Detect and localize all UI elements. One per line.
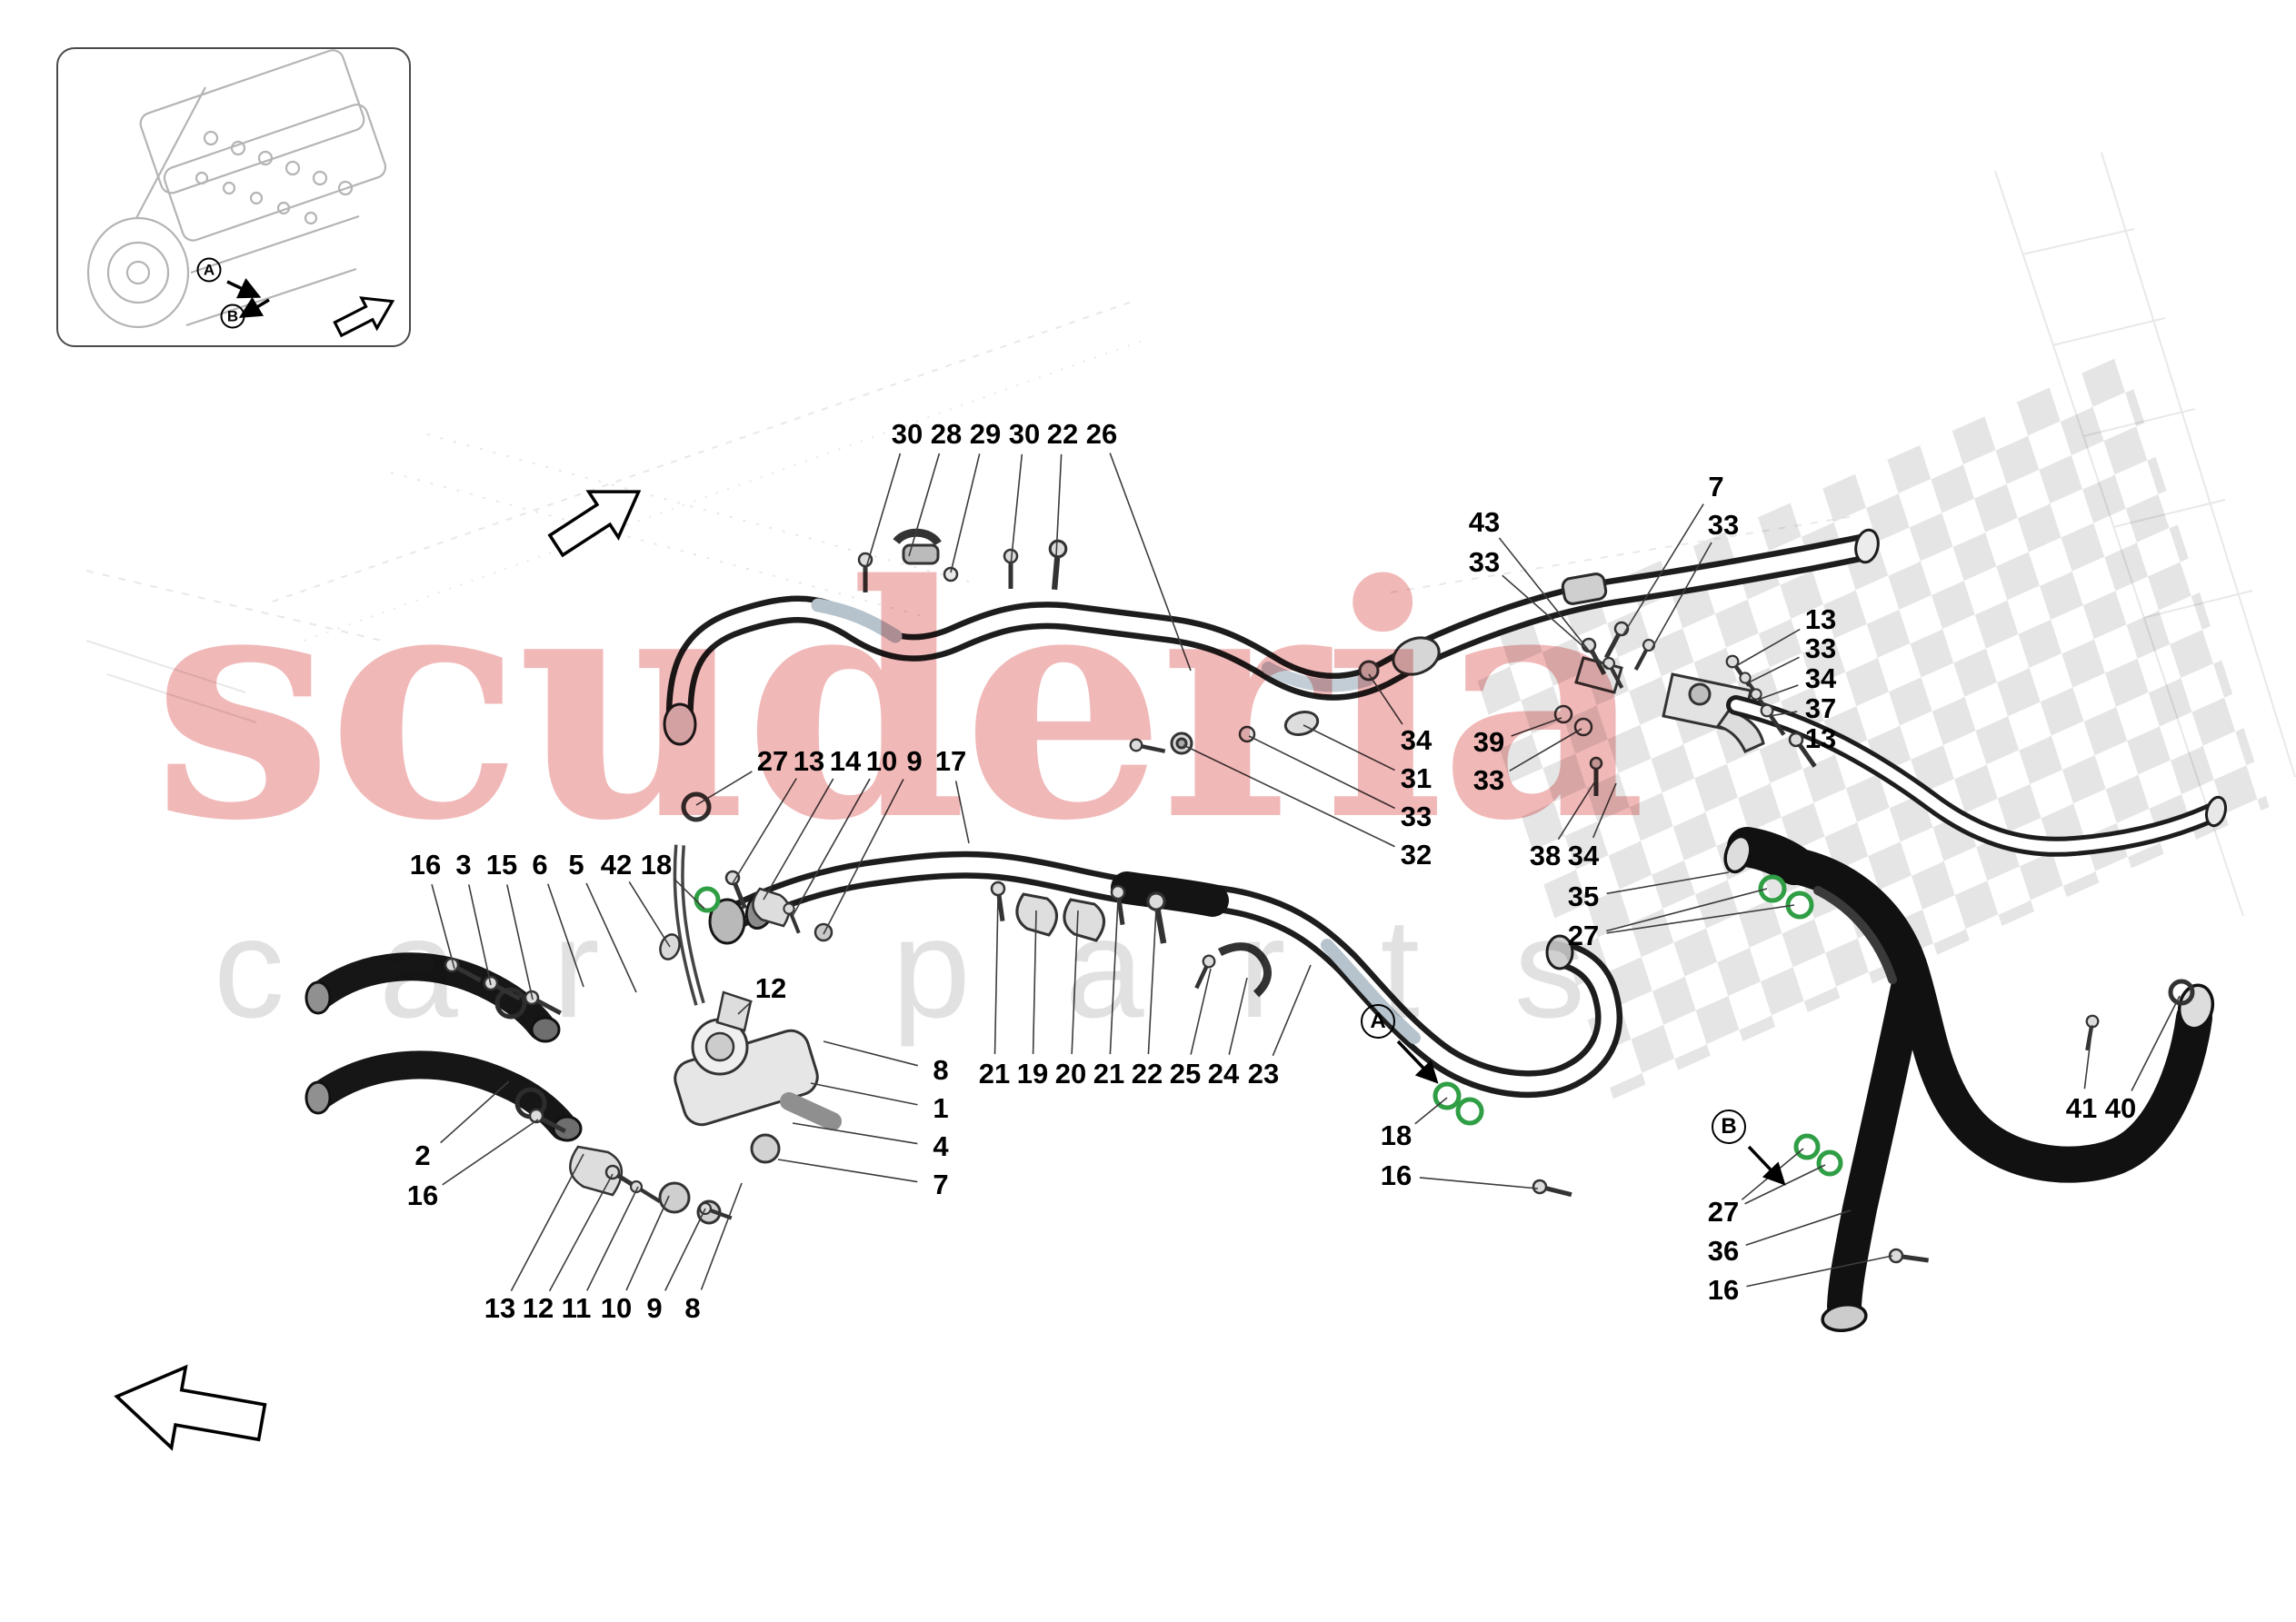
part-callout-34: 34 [1567,840,1600,871]
part-callout-4: 4 [933,1130,949,1162]
part-callout-7: 7 [933,1169,949,1200]
direction-arrow-bottom-left [114,1364,267,1451]
right-outlet-pipe [1726,695,2228,857]
right-black-water-pipe [1723,827,2215,1333]
part-callout-20: 20 [1054,1058,1087,1090]
part-callout-30: 30 [1008,418,1041,450]
part-callout-36: 36 [1707,1235,1740,1267]
part-callout-22: 22 [1131,1058,1163,1090]
part-callout-18: 18 [640,849,673,881]
part-callout-12: 12 [754,972,787,1004]
part-callout-38: 38 [1529,840,1562,871]
part-callout-43: 43 [1468,506,1501,538]
part-callout-34: 34 [1804,662,1837,694]
part-callout-26: 26 [1085,418,1118,450]
part-callout-21: 21 [978,1058,1011,1090]
part-callout-9: 9 [906,745,923,777]
part-callout-13: 13 [793,745,825,777]
part-callout-19: 19 [1016,1058,1049,1090]
o-ring-seals [681,791,2195,1177]
part-callout-42: 42 [600,849,633,881]
part-callout-13: 13 [484,1292,516,1324]
part-callout-29: 29 [969,418,1002,450]
part-callout-15: 15 [485,849,518,881]
view-marker-a: A [196,257,222,283]
part-callout-31: 31 [1400,762,1433,794]
part-callout-16: 16 [1380,1159,1413,1191]
part-callout-10: 10 [865,745,898,777]
part-callout-23: 23 [1247,1058,1280,1090]
part-callout-8: 8 [933,1054,949,1086]
part-callout-32: 32 [1400,839,1433,871]
part-callout-21: 21 [1093,1058,1125,1090]
part-callout-34: 34 [1400,724,1433,756]
part-callout-8: 8 [684,1292,701,1324]
part-callout-14: 14 [829,745,862,777]
part-callout-17: 17 [934,745,967,777]
engine-view-inset-box [56,47,411,347]
part-callout-6: 6 [532,849,548,881]
view-direction-arrows [114,296,642,1451]
part-callout-24: 24 [1207,1058,1240,1090]
part-callout-2: 2 [414,1139,431,1171]
part-callout-9: 9 [646,1292,663,1324]
direction-arrow-top [547,490,642,558]
part-callout-33: 33 [1468,546,1501,578]
part-callout-27: 27 [1567,920,1600,951]
part-callout-33: 33 [1400,801,1433,832]
part-callout-22: 22 [1046,418,1079,450]
part-callout-41: 41 [2065,1092,2098,1124]
part-callout-1: 1 [933,1092,949,1124]
direction-arrow-inset [333,296,395,338]
part-callout-3: 3 [455,849,472,881]
part-callout-10: 10 [600,1292,633,1324]
callout-leader-lines [226,278,2181,1292]
part-callout-27: 27 [756,745,789,777]
part-callout-13: 13 [1804,722,1837,754]
part-callout-16: 16 [406,1179,439,1211]
background-chassis-sketch [85,152,2296,917]
part-callout-33: 33 [1707,509,1740,541]
part-callout-16: 16 [1707,1274,1740,1306]
view-marker-b: B [1712,1110,1746,1144]
part-callout-33: 33 [1472,764,1505,796]
part-callout-30: 30 [891,418,923,450]
part-callout-39: 39 [1472,726,1505,758]
view-marker-a: A [1361,1004,1395,1039]
left-water-hoses [304,952,583,1142]
view-marker-b: B [220,304,245,329]
part-callout-28: 28 [930,418,963,450]
part-callout-11: 11 [561,1292,592,1324]
part-callout-27: 27 [1707,1196,1740,1228]
part-callout-7: 7 [1708,471,1724,503]
upper-coolant-pipe [663,528,1880,746]
part-callout-33: 33 [1804,632,1837,664]
part-callout-25: 25 [1169,1058,1202,1090]
part-callout-12: 12 [522,1292,554,1324]
part-callout-35: 35 [1567,881,1600,912]
part-callout-37: 37 [1804,692,1837,724]
lower-coolant-pipe [708,851,1622,1099]
part-callout-13: 13 [1804,603,1837,635]
part-callout-18: 18 [1380,1119,1413,1151]
part-callout-5: 5 [568,849,584,881]
part-callout-16: 16 [409,849,442,881]
part-callout-40: 40 [2104,1092,2137,1124]
